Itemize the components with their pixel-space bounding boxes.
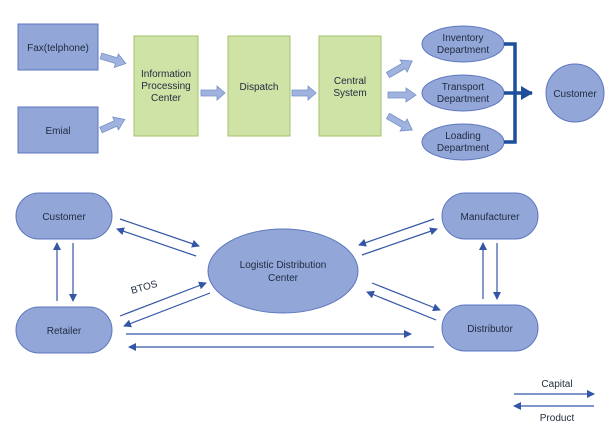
legend-product-label: Product (540, 413, 575, 424)
central-label-1: Central (334, 76, 366, 87)
transport-label-1: Transport (442, 82, 485, 93)
manufacturer-to-center-arrow (358, 218, 435, 247)
network-arrows (53, 218, 501, 351)
departments-to-customer-connector (504, 42, 533, 144)
distributor-node: Distributor (441, 304, 539, 352)
distribution-network: Customer Retailer Manufacturer Distribut… (15, 192, 539, 354)
processing-label-1: Information (141, 69, 191, 80)
dispatch-node: Dispatch (227, 35, 291, 137)
center-to-manufacturer-arrow (361, 227, 438, 256)
central-to-transport-arrow (387, 87, 417, 103)
fax-node: Fax(telphone) (17, 23, 99, 71)
fax-label: Fax(telphone) (27, 43, 89, 54)
legend-capital-label: Capital (541, 379, 572, 390)
flow-arrows (99, 52, 417, 134)
dispatch-label: Dispatch (240, 82, 279, 93)
central-to-inventory-arrow (385, 59, 413, 79)
transport-department-node: Transport Department (421, 74, 505, 112)
customer-node: Customer (15, 192, 113, 240)
loading-label-1: Loading (445, 131, 481, 142)
manufacturer-node: Manufacturer (441, 192, 539, 240)
customer-top-label: Customer (553, 89, 597, 100)
retailer-to-center-arrow (119, 281, 207, 317)
processing-label-3: Center (151, 93, 182, 104)
logistic-center-node: Logistic Distribution Center (207, 228, 359, 314)
manufacturer-label: Manufacturer (461, 212, 521, 223)
fax-to-processing-arrow (99, 52, 127, 68)
customer-to-center-arrow (119, 218, 200, 248)
email-label: Emial (45, 126, 70, 137)
order-flow: Fax(telphone) Emial Information Processi… (17, 23, 605, 161)
distributor-label: Distributor (467, 324, 513, 335)
customer-node-top: Customer (545, 63, 605, 123)
logistic-center-label-2: Center (268, 273, 299, 284)
processing-label-2: Processing (141, 81, 190, 92)
retailer-node: Retailer (15, 306, 113, 354)
transport-label-2: Department (437, 94, 489, 105)
loading-department-node: Loading Department (421, 123, 505, 161)
processing-node: Information Processing Center (133, 35, 199, 137)
distributor-to-center-arrow (366, 290, 437, 321)
inventory-label-2: Department (437, 45, 489, 56)
inventory-label-1: Inventory (442, 33, 483, 44)
center-to-distributor-arrow (371, 282, 441, 312)
central-system-node: Central System (318, 35, 382, 137)
center-to-customer-arrow (116, 227, 197, 257)
retailer-label: Retailer (47, 326, 82, 337)
btos-label: BTOS (130, 279, 159, 297)
inventory-department-node: Inventory Department (421, 25, 505, 63)
dispatch-to-central-arrow (291, 85, 317, 101)
logistic-center-label-1: Logistic Distribution (240, 260, 327, 271)
loading-label-2: Department (437, 143, 489, 154)
email-to-processing-arrow (99, 116, 126, 134)
email-node: Emial (17, 106, 99, 154)
customer-label: Customer (42, 212, 86, 223)
processing-to-dispatch-arrow (200, 85, 226, 101)
central-to-loading-arrow (385, 112, 413, 132)
legend: Capital Product (513, 379, 595, 424)
central-label-2: System (333, 88, 366, 99)
center-to-retailer-arrow (123, 292, 211, 328)
